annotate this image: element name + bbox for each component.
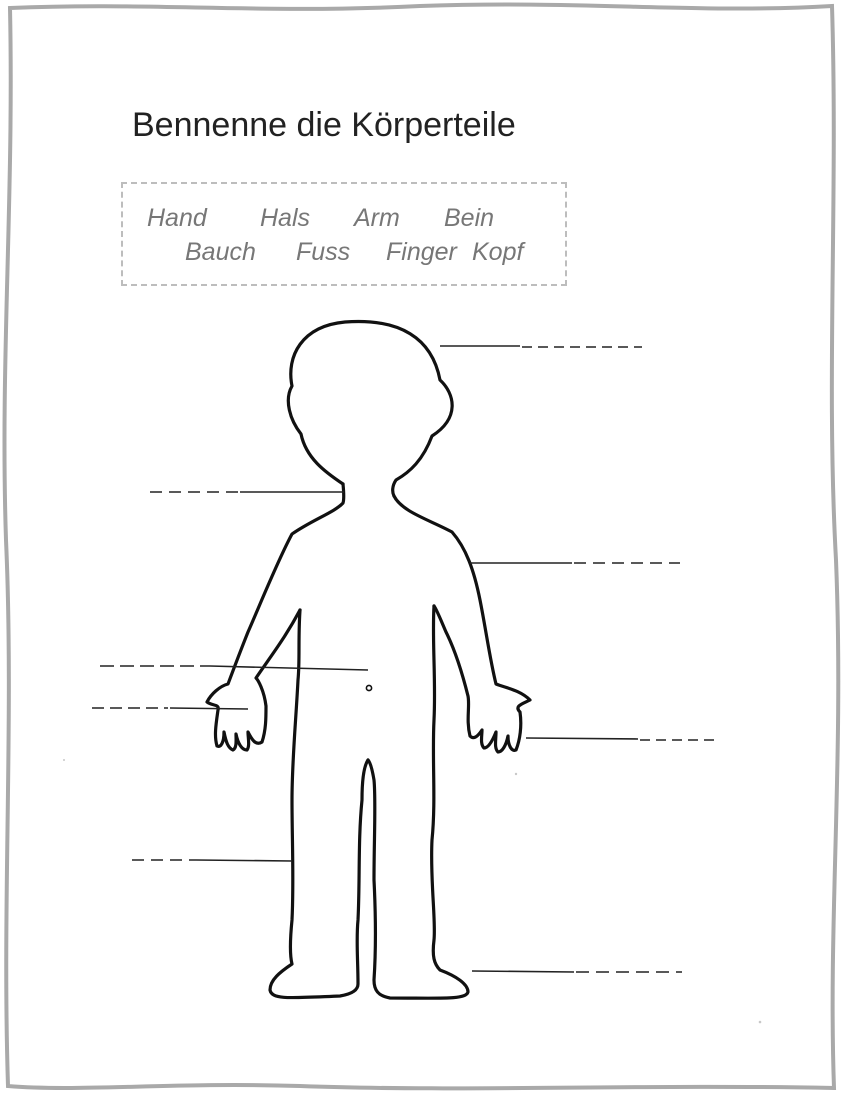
label-line-finger[interactable] bbox=[526, 738, 638, 739]
paper-speck bbox=[759, 1021, 762, 1024]
label-line-foot[interactable] bbox=[472, 971, 574, 972]
label-line-hand[interactable] bbox=[170, 708, 248, 709]
paper-speck bbox=[515, 773, 517, 775]
right-leg-outline bbox=[368, 606, 468, 998]
label-line-leg[interactable] bbox=[196, 860, 292, 861]
head-outline bbox=[288, 321, 452, 496]
right-arm-outline bbox=[394, 496, 530, 752]
paper-speck bbox=[63, 759, 65, 761]
belly-button bbox=[366, 685, 371, 690]
left-arm-outline bbox=[207, 484, 344, 750]
